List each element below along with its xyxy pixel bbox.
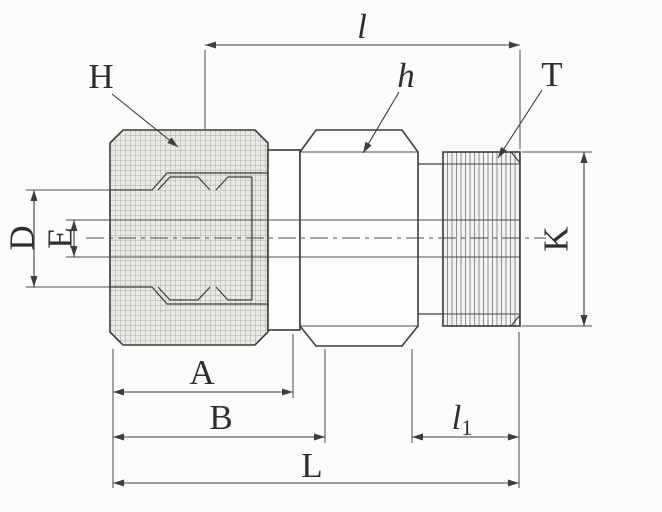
label-thread: T — [541, 55, 562, 94]
label-thread-length: l1 — [452, 398, 473, 440]
thread-end-chamfer-bottom — [510, 314, 521, 327]
leader-T — [497, 89, 543, 159]
thread-cylinder — [442, 151, 521, 327]
label-body-hex: h — [397, 56, 415, 95]
label-dim-a: A — [189, 353, 215, 392]
extension-lines — [26, 50, 592, 488]
label-bore-dia: E — [41, 227, 80, 248]
label-tube-hole-dia: D — [3, 225, 42, 250]
label-thread-flat: K — [537, 226, 576, 251]
thread-section — [442, 151, 521, 327]
label-dim-b: B — [209, 398, 232, 437]
bore-lines — [66, 219, 520, 258]
label-nut-hex: H — [88, 57, 113, 96]
leader-lines — [111, 89, 543, 159]
label-top-length: l — [357, 7, 367, 46]
dimension-lines — [30, 41, 588, 487]
body-neck — [267, 149, 301, 331]
thread-end-chamfer-top — [510, 151, 521, 164]
label-overall-length: L — [301, 446, 322, 485]
leader-H — [111, 93, 179, 148]
leader-h — [362, 91, 400, 154]
